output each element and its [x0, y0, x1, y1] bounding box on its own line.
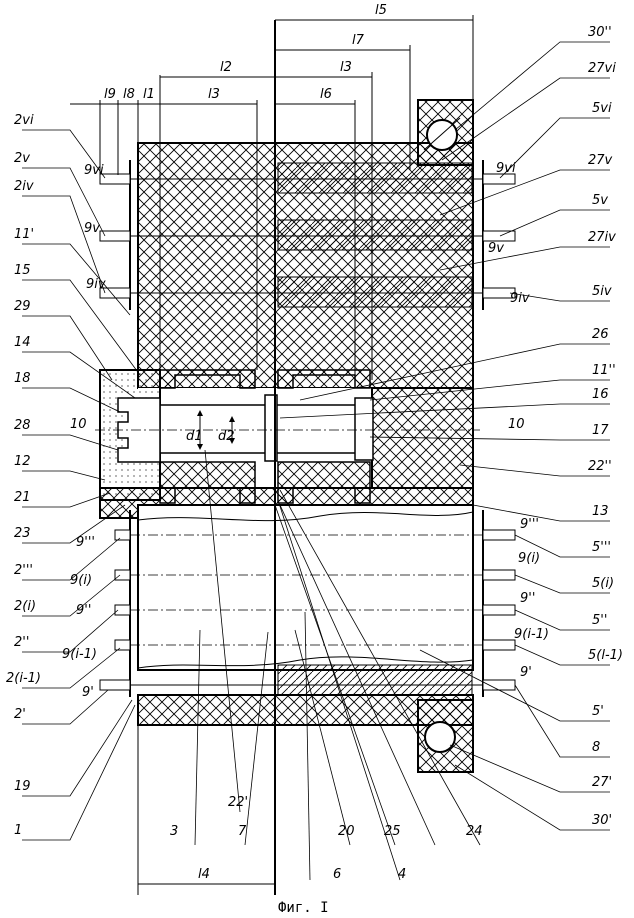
label-9v-r: 9v — [488, 241, 504, 256]
label-l9: l9 — [104, 87, 116, 102]
label-27iv: 27iv — [588, 230, 616, 245]
label-2v: 2v — [14, 151, 30, 166]
electrode-holder-v — [278, 220, 472, 250]
label-5iv: 5iv — [592, 284, 612, 299]
label-1: 1 — [14, 823, 22, 838]
label-17: 17 — [592, 423, 609, 438]
label-l3a: l3 — [208, 87, 220, 102]
label-d2: d2 — [218, 429, 235, 444]
label-2ii: 2'' — [14, 635, 29, 650]
lower-electrode-holder — [278, 665, 472, 695]
label-l5: l5 — [375, 3, 387, 18]
label-14: 14 — [14, 335, 31, 350]
lower-insulation-left — [138, 695, 275, 725]
label-2iii: 2''' — [14, 563, 33, 578]
label-l1: l1 — [143, 87, 155, 102]
connector-end-17 — [355, 398, 373, 460]
label-l6: l6 — [320, 87, 332, 102]
label-5p: 5' — [592, 704, 604, 719]
label-9vi-r: 9vi — [496, 161, 516, 176]
label-9iii: 9''' — [76, 535, 95, 550]
label-19: 19 — [14, 779, 31, 794]
label-30p: 30' — [592, 813, 612, 828]
label-5lm1: 5(l-1) — [588, 648, 623, 663]
label-12: 12 — [14, 454, 31, 469]
label-26: 26 — [592, 327, 609, 342]
label-l8: l8 — [123, 87, 135, 102]
label-27vi: 27vi — [588, 61, 616, 76]
label-25: 25 — [384, 824, 401, 839]
label-5v: 5v — [592, 193, 608, 208]
label-18: 18 — [14, 371, 31, 386]
electrode-holder-vi — [278, 163, 472, 193]
label-10r: 10 — [508, 417, 525, 432]
label-9iv-r: 9iv — [510, 291, 530, 306]
label-5i: 5(i) — [592, 576, 614, 591]
label-5iii: 5''' — [592, 540, 611, 555]
label-15: 15 — [14, 263, 31, 278]
label-13: 13 — [592, 504, 609, 519]
label-2i: 2(i) — [14, 599, 36, 614]
label-2im1: 2(i-1) — [6, 671, 41, 686]
label-23: 23 — [14, 526, 31, 541]
label-l2: l2 — [220, 60, 232, 75]
label-2iv: 2iv — [14, 179, 34, 194]
label-9i-r: 9(i) — [518, 551, 540, 566]
label-22b: 22'' — [588, 459, 612, 474]
label-9iv: 9iv — [86, 277, 106, 292]
label-8: 8 — [592, 740, 600, 755]
label-11p: 11' — [14, 227, 34, 242]
label-5ii: 5'' — [592, 613, 607, 628]
label-16: 16 — [592, 387, 609, 402]
label-11b: 11'' — [592, 363, 616, 378]
label-24: 24 — [466, 824, 483, 839]
label-3: 3 — [170, 824, 178, 839]
label-20: 20 — [338, 824, 355, 839]
label-l4: l4 — [198, 867, 210, 882]
label-21: 21 — [14, 490, 31, 505]
label-6: 6 — [333, 867, 341, 882]
label-27p: 27' — [592, 775, 612, 790]
electrode-holder-iv — [278, 277, 472, 307]
label-9p: 9' — [82, 685, 94, 700]
label-30b: 30'' — [588, 25, 612, 40]
label-9ii-r: 9'' — [520, 591, 535, 606]
label-7: 7 — [238, 824, 247, 839]
label-9im1: 9(i-1) — [62, 647, 97, 662]
channel-circle-bottom — [425, 722, 455, 752]
label-5vi: 5vi — [592, 101, 612, 116]
label-l7: l7 — [352, 33, 365, 48]
figure-caption: Фиг. I — [278, 900, 329, 916]
label-22p: 22' — [228, 795, 248, 810]
label-2p: 2' — [14, 707, 26, 722]
label-9vi: 9vi — [84, 163, 104, 178]
label-d1: d1 — [186, 429, 203, 444]
label-4: 4 — [398, 867, 406, 882]
label-9ii: 9'' — [76, 603, 91, 618]
label-10l: 10 — [70, 417, 87, 432]
label-l3b: l3 — [340, 60, 352, 75]
label-28: 28 — [14, 418, 31, 433]
label-9v: 9v — [84, 221, 100, 236]
label-9p-r: 9' — [520, 665, 532, 680]
label-9im1-r: 9(i-1) — [514, 627, 549, 642]
label-9iii-r: 9''' — [520, 517, 539, 532]
label-27v: 27v — [588, 153, 613, 168]
upper-left-insulation — [138, 143, 275, 388]
label-2vi: 2vi — [14, 113, 34, 128]
label-9i: 9(i) — [70, 573, 92, 588]
label-29: 29 — [14, 299, 31, 314]
